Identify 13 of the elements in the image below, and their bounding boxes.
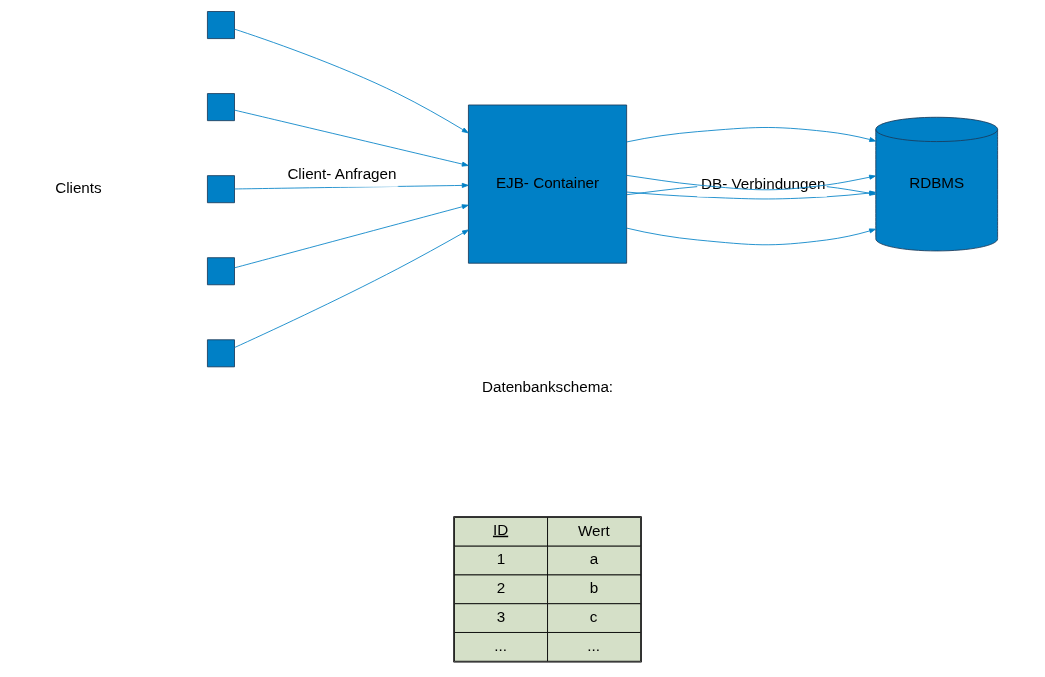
label: b: [589, 579, 598, 597]
label: 3: [496, 607, 505, 625]
label: Datenbankschema:: [481, 377, 613, 395]
label: ...: [493, 636, 507, 654]
label: Clients: [54, 178, 102, 196]
label: 1: [496, 550, 505, 568]
edge-label: Client- Anfragen: [286, 164, 397, 182]
label: a: [589, 550, 598, 568]
label: 2: [496, 579, 505, 597]
label: c: [589, 607, 597, 625]
label: ID: [492, 520, 508, 538]
label: Wert: [577, 521, 610, 539]
label: ...: [586, 636, 600, 654]
